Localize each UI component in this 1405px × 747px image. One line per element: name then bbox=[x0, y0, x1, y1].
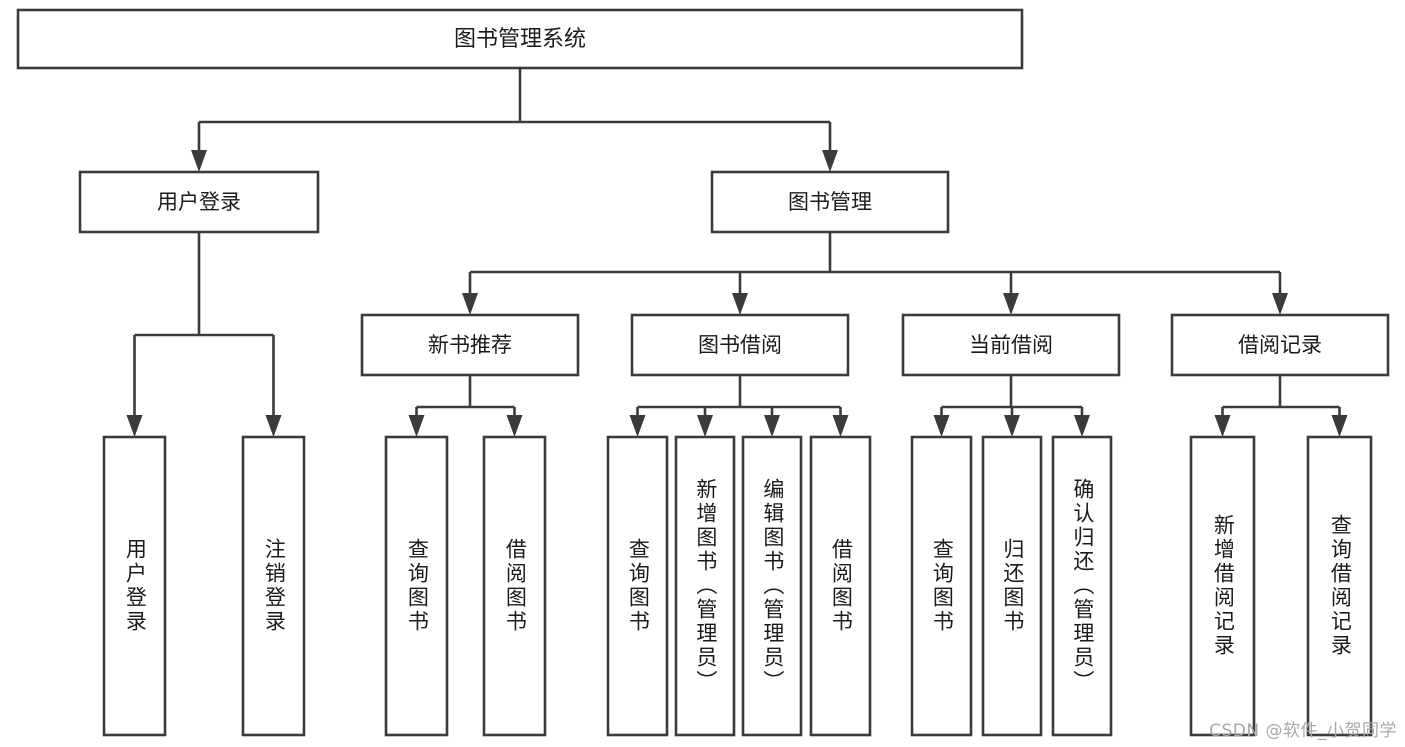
arrow-head-icon bbox=[933, 415, 950, 437]
node-box-user-login[interactable] bbox=[78, 170, 320, 234]
node-box-borrow-record[interactable] bbox=[1170, 313, 1390, 377]
node-box-book-borrow[interactable] bbox=[630, 313, 850, 377]
node-book-borrow[interactable]: 图书借阅 bbox=[630, 313, 850, 377]
node-box-confirm-return[interactable] bbox=[1051, 435, 1113, 737]
node-box-user-logout[interactable] bbox=[241, 435, 306, 737]
node-query-book-3[interactable] bbox=[910, 435, 973, 737]
node-box-add-book[interactable] bbox=[674, 435, 736, 737]
node-confirm-return[interactable] bbox=[1051, 435, 1113, 737]
node-label-new-book-recommend: 新书推荐 bbox=[428, 333, 512, 357]
node-label-root: 图书管理系统 bbox=[454, 27, 586, 52]
arrow-head-icon bbox=[1331, 415, 1348, 437]
node-borrow-book-1[interactable] bbox=[482, 435, 547, 737]
arrow-head-icon bbox=[462, 293, 478, 315]
node-user-login-do[interactable] bbox=[102, 435, 167, 737]
node-add-borrow-record[interactable] bbox=[1189, 435, 1256, 737]
arrow-head-icon bbox=[1074, 415, 1090, 437]
node-label-book-manage: 图书管理 bbox=[788, 190, 872, 214]
node-label-user-login: 用户登录 bbox=[157, 190, 241, 214]
arrow-head-icon bbox=[764, 415, 780, 437]
node-edit-book[interactable] bbox=[741, 435, 803, 737]
node-return-book[interactable] bbox=[981, 435, 1043, 737]
arrow-head-icon bbox=[265, 415, 282, 437]
arrow-head-icon bbox=[1004, 415, 1020, 437]
node-box-add-borrow-record[interactable] bbox=[1189, 435, 1256, 737]
arrow-head-icon bbox=[732, 293, 748, 315]
node-user-login[interactable]: 用户登录 bbox=[78, 170, 320, 234]
node-query-book-1[interactable] bbox=[384, 435, 449, 737]
arrow-head-icon bbox=[506, 415, 523, 437]
node-box-root[interactable] bbox=[16, 8, 1024, 70]
node-box-book-manage[interactable] bbox=[710, 170, 950, 234]
node-new-book-recommend[interactable]: 新书推荐 bbox=[360, 313, 580, 377]
node-current-borrow[interactable]: 当前借阅 bbox=[901, 313, 1121, 377]
arrow-head-icon bbox=[126, 415, 143, 437]
node-borrow-book-2[interactable] bbox=[809, 435, 872, 737]
node-box-borrow-book-1[interactable] bbox=[482, 435, 547, 737]
node-box-query-book-3[interactable] bbox=[910, 435, 973, 737]
node-query-borrow-record[interactable] bbox=[1306, 435, 1373, 737]
arrow-head-icon bbox=[697, 415, 713, 437]
node-box-query-borrow-record[interactable] bbox=[1306, 435, 1373, 737]
arrow-head-icon bbox=[832, 415, 849, 437]
connectors-layer bbox=[126, 68, 1348, 437]
node-label-borrow-record: 借阅记录 bbox=[1238, 333, 1322, 357]
node-box-query-book-2[interactable] bbox=[606, 435, 669, 737]
arrow-head-icon bbox=[822, 150, 838, 172]
node-box-new-book-recommend[interactable] bbox=[360, 313, 580, 377]
node-box-return-book[interactable] bbox=[981, 435, 1043, 737]
arrow-head-icon bbox=[1272, 293, 1288, 315]
node-root[interactable]: 图书管理系统 bbox=[16, 8, 1024, 70]
node-add-book[interactable] bbox=[674, 435, 736, 737]
node-box-query-book-1[interactable] bbox=[384, 435, 449, 737]
node-box-edit-book[interactable] bbox=[741, 435, 803, 737]
node-query-book-2[interactable] bbox=[606, 435, 669, 737]
csdn-watermark: CSDN @软件_小贺同学 bbox=[1209, 721, 1397, 741]
arrow-head-icon bbox=[629, 415, 646, 437]
node-box-current-borrow[interactable] bbox=[901, 313, 1121, 377]
node-label-book-borrow: 图书借阅 bbox=[698, 333, 782, 357]
arrow-head-icon bbox=[191, 150, 207, 172]
arrow-head-icon bbox=[1214, 415, 1231, 437]
node-borrow-record[interactable]: 借阅记录 bbox=[1170, 313, 1390, 377]
node-user-logout[interactable] bbox=[241, 435, 306, 737]
node-label-current-borrow: 当前借阅 bbox=[969, 333, 1053, 357]
arrow-head-icon bbox=[408, 415, 425, 437]
arrow-head-icon bbox=[1003, 293, 1019, 315]
node-box-user-login-do[interactable] bbox=[102, 435, 167, 737]
node-box-borrow-book-2[interactable] bbox=[809, 435, 872, 737]
node-book-manage[interactable]: 图书管理 bbox=[710, 170, 950, 234]
